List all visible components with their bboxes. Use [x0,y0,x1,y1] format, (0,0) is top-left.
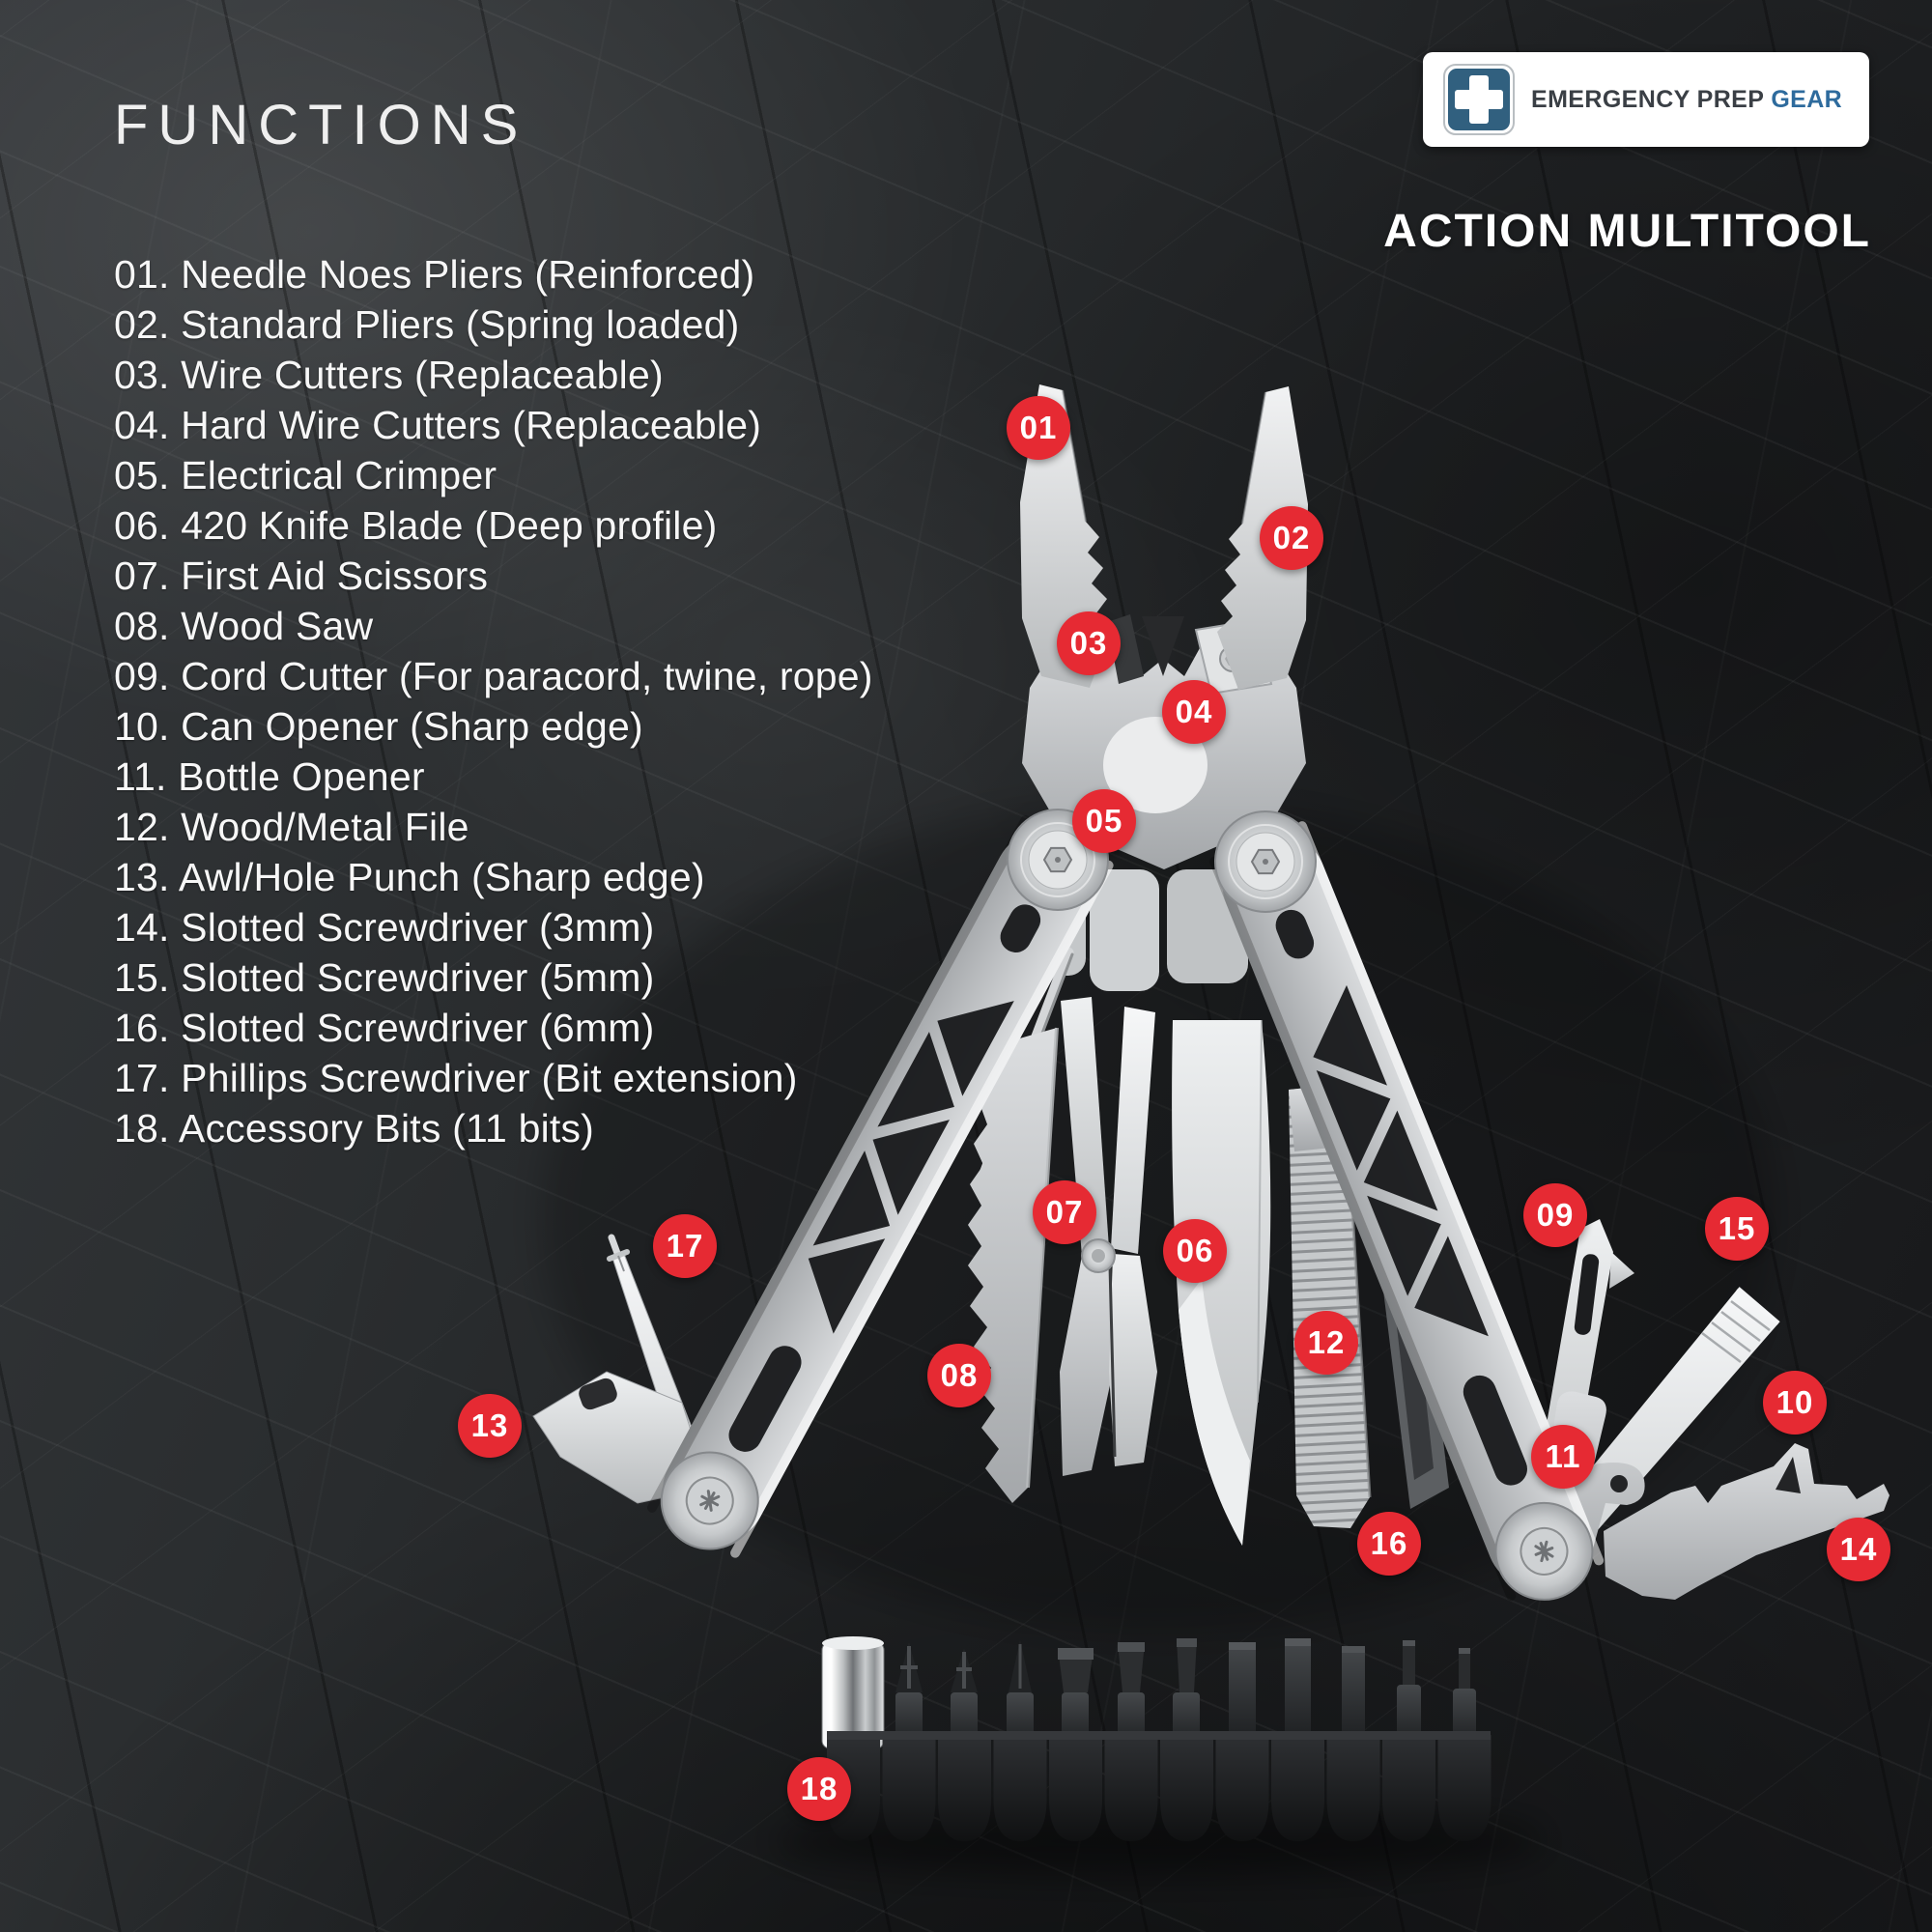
page-title: FUNCTIONS [114,94,528,156]
callout-badge-18: 18 [787,1757,851,1821]
bit-holder [827,1731,1492,1841]
handle-right [1209,821,1605,1602]
brand-name-accent: GEAR [1771,85,1843,113]
function-item: 06. 420 Knife Blade (Deep profile) [114,503,718,548]
product-name: ACTION MULTITOOL [1383,206,1871,257]
bit-hex-1 [1229,1642,1256,1748]
callout-badge-08: 08 [927,1344,991,1407]
function-item: 05. Electrical Crimper [114,453,497,497]
function-item: 14. Slotted Screwdriver (3mm) [114,905,655,950]
callout-badge-13: 13 [458,1394,522,1458]
callout-badge-09: 09 [1523,1183,1587,1247]
function-item: 01. Needle Noes Pliers (Reinforced) [114,252,755,297]
jaw-gap-notch [1142,616,1184,676]
function-item: 08. Wood Saw [114,604,374,648]
tool-knife-blade [1172,1019,1271,1546]
callout-badge-17: 17 [653,1214,717,1278]
function-item: 10. Can Opener (Sharp edge) [114,704,643,749]
tool-awl [532,1371,710,1504]
callout-badge-01: 01 [1007,396,1070,460]
function-item: 02. Standard Pliers (Spring loaded) [114,302,740,347]
tool-wood-saw [968,1027,1059,1503]
callout-badge-10: 10 [1763,1371,1827,1435]
first-aid-cross-icon [1443,64,1515,135]
callout-badge-14: 14 [1827,1518,1890,1581]
callout-badge-05: 05 [1072,789,1136,853]
callout-badge-15: 15 [1705,1197,1769,1261]
handle-left [646,815,1114,1558]
bit-hex-3 [1342,1646,1365,1748]
callout-badge-06: 06 [1163,1219,1227,1283]
function-item: 16. Slotted Screwdriver (6mm) [114,1006,655,1050]
function-item: 07. First Aid Scissors [114,554,489,598]
accessory-bit-set [821,1636,1492,1841]
function-item: 03. Wire Cutters (Replaceable) [114,353,664,397]
callout-badge-07: 07 [1033,1180,1096,1244]
function-item: 15. Slotted Screwdriver (5mm) [114,955,655,1000]
callout-badge-12: 12 [1294,1311,1358,1375]
callout-badge-02: 02 [1260,506,1323,570]
bit-adapter [821,1636,885,1749]
function-item: 13. Awl/Hole Punch (Sharp edge) [114,855,705,899]
callout-badge-04: 04 [1162,680,1226,744]
function-item: 17. Phillips Screwdriver (Bit extension) [114,1056,798,1100]
pivot-right [1214,810,1317,913]
functions-list: 01. Needle Noes Pliers (Reinforced) 02. … [114,249,873,1153]
function-item: 18. Accessory Bits (11 bits) [114,1106,595,1151]
callout-badge-03: 03 [1057,611,1121,675]
function-item: 04. Hard Wire Cutters (Replaceable) [114,403,762,447]
function-item: 12. Wood/Metal File [114,805,469,849]
function-item: 09. Cord Cutter (For paracord, twine, ro… [114,654,873,698]
function-item: 11. Bottle Opener [114,754,425,799]
bit-hex-2 [1285,1638,1311,1748]
callout-badge-16: 16 [1357,1512,1421,1576]
callout-badge-11: 11 [1531,1425,1595,1489]
brand-name-primary: EMERGENCY PREP [1531,85,1765,113]
tool-can-opener-and-slotted-3mm [1604,1443,1889,1600]
tool-scissors [1060,997,1157,1476]
